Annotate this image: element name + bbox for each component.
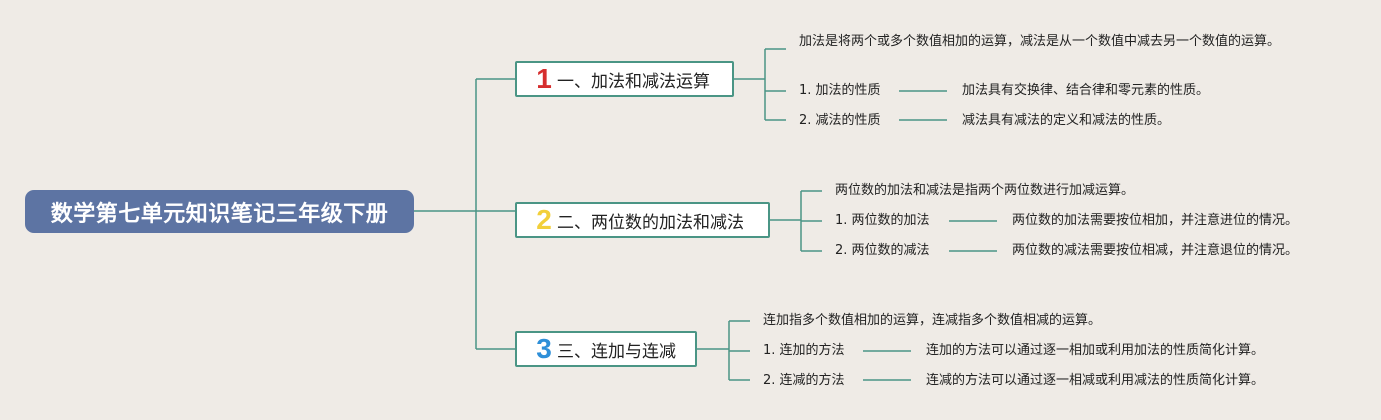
branch-2-item-1-label: 1. 两位数的加法 <box>835 213 930 228</box>
branch-2-item-2-detail: 两位数的减法需要按位相减，并注意退位的情况。 <box>1012 243 1299 258</box>
branch-2-title: 二、两位数的加法和减法 <box>557 212 744 233</box>
branch-2-description: 两位数的加法和减法是指两个两位数进行加减运算。 <box>835 183 1135 198</box>
branch-3-description: 连加指多个数值相加的运算，连减指多个数值相减的运算。 <box>763 313 1102 328</box>
branch-1-item-2-detail: 减法具有减法的定义和减法的性质。 <box>962 113 1171 128</box>
branch-3-title: 三、连加与连减 <box>557 341 676 362</box>
branch-3-item-2-detail: 连减的方法可以通过逐一相减或利用减法的性质简化计算。 <box>926 373 1265 388</box>
branch-1-item-1-label: 1. 加法的性质 <box>799 83 881 98</box>
root-title: 数学第七单元知识笔记三年级下册 <box>50 201 389 227</box>
branch-2-item-1-detail: 两位数的加法需要按位相加，并注意进位的情况。 <box>1012 213 1299 228</box>
root-node: 数学第七单元知识笔记三年级下册 <box>25 190 414 233</box>
branch-1-item-2-label: 2. 减法的性质 <box>799 113 881 128</box>
number-1-icon: 1 <box>536 63 552 94</box>
branch-2-item-2-label: 2. 两位数的减法 <box>835 243 930 258</box>
number-3-icon: 3 <box>536 333 552 364</box>
branch-node-1: 1 一、加法和减法运算 <box>515 61 734 97</box>
number-2-icon: 2 <box>536 204 552 235</box>
branch-1-description: 加法是将两个或多个数值相加的运算，减法是从一个数值中减去另一个数值的运算。 <box>799 34 1281 49</box>
branch-3-item-1-detail: 连加的方法可以通过逐一相加或利用加法的性质简化计算。 <box>926 343 1265 358</box>
branch-1-item-1-detail: 加法具有交换律、结合律和零元素的性质。 <box>962 83 1210 98</box>
branch-node-2: 2 二、两位数的加法和减法 <box>515 202 770 238</box>
branch-3-item-2-label: 2. 连减的方法 <box>763 373 845 388</box>
branch-3-item-1-label: 1. 连加的方法 <box>763 343 845 358</box>
branch-1-title: 一、加法和减法运算 <box>557 71 710 92</box>
branch-node-3: 3 三、连加与连减 <box>515 331 697 367</box>
